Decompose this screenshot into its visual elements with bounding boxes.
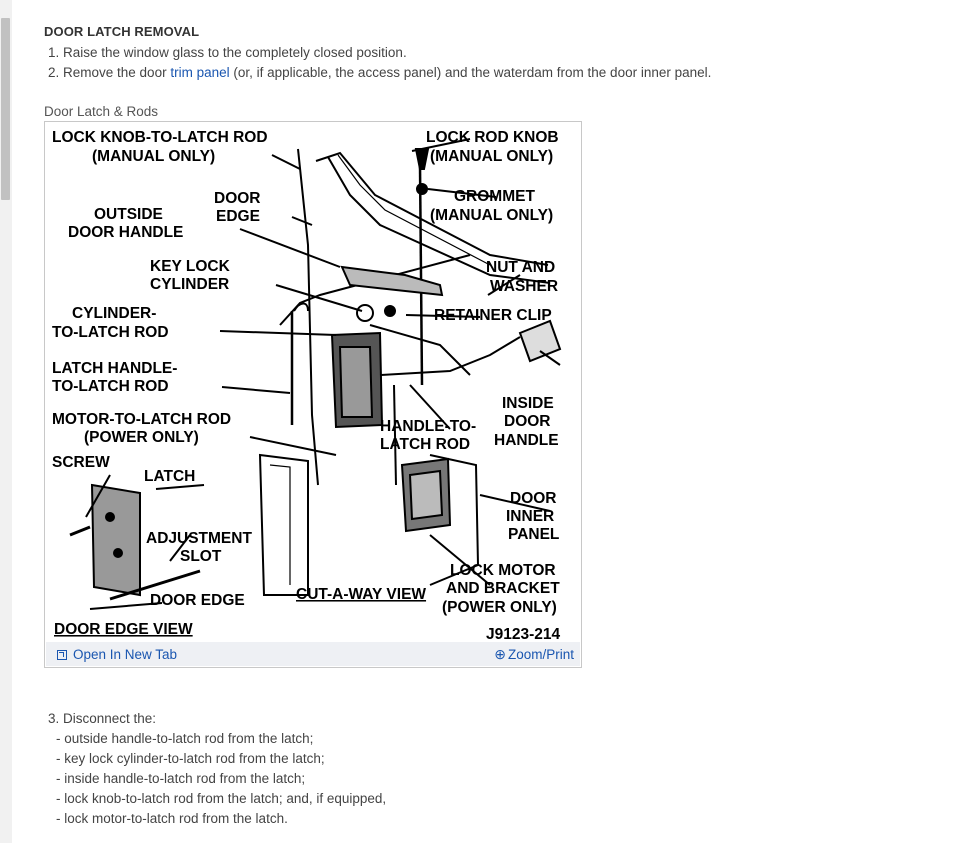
label-lock-knob-rod-note: (MANUAL ONLY) xyxy=(92,148,215,165)
label-adjustment: ADJUSTMENT xyxy=(146,530,252,547)
label-lock-rod-knob: LOCK ROD KNOB xyxy=(426,129,559,146)
disconnect-item: - lock motor-to-latch rod from the latch… xyxy=(56,811,288,826)
disconnect-item: - lock knob-to-latch rod from the latch;… xyxy=(56,791,387,806)
page-heading: DOOR LATCH REMOVAL xyxy=(44,24,200,39)
label-door-inner-3: PANEL xyxy=(508,526,559,543)
label-inside-handle-2: DOOR xyxy=(504,413,551,430)
label-door-inner: DOOR xyxy=(510,490,557,507)
label-retainer-clip: RETAINER CLIP xyxy=(434,307,552,324)
label-lock-motor: LOCK MOTOR xyxy=(450,562,556,579)
step-2-text-pre: 2. Remove the door xyxy=(48,65,171,80)
step-3: 3. Disconnect the: xyxy=(48,711,157,726)
trim-panel-link[interactable]: trim panel xyxy=(170,65,230,80)
label-adjustment-2: SLOT xyxy=(180,548,222,565)
label-lock-knob-rod: LOCK KNOB-TO-LATCH ROD xyxy=(52,129,268,146)
label-door-edge-view: DOOR EDGE VIEW xyxy=(54,621,193,638)
label-latch: LATCH xyxy=(144,468,195,485)
label-lock-motor-2: AND BRACKET xyxy=(446,580,560,597)
label-door-edge-bottom: DOOR EDGE xyxy=(150,592,245,609)
label-nut-washer: NUT AND xyxy=(486,259,555,276)
label-latch-handle-rod-2: TO-LATCH ROD xyxy=(52,378,169,395)
scrollbar-thumb[interactable] xyxy=(1,18,10,200)
open-in-new-tab-link[interactable]: Open In New Tab xyxy=(57,647,177,662)
label-inside-handle: INSIDE xyxy=(502,395,554,412)
label-key-lock: KEY LOCK xyxy=(150,258,231,275)
figure-box: LOCK KNOB-TO-LATCH ROD (MANUAL ONLY) LOC… xyxy=(44,121,582,668)
label-motor-rod-note: (POWER ONLY) xyxy=(84,429,199,446)
label-grommet: GROMMET xyxy=(454,188,535,205)
label-door-edge: DOOR xyxy=(214,190,261,207)
label-inside-handle-3: HANDLE xyxy=(494,432,559,449)
label-lock-rod-knob-note: (MANUAL ONLY) xyxy=(430,148,553,165)
figure-footer: Open In New Tab ⊕Zoom/Print xyxy=(46,642,580,666)
label-key-lock-2: CYLINDER xyxy=(150,276,229,293)
open-in-new-tab-label: Open In New Tab xyxy=(73,647,178,662)
door-latch-diagram: LOCK KNOB-TO-LATCH ROD (MANUAL ONLY) LOC… xyxy=(52,129,562,641)
label-cylinder-rod: CYLINDER- xyxy=(72,305,156,322)
label-handle-to-latch-2: LATCH ROD xyxy=(380,436,470,453)
label-cylinder-rod-2: TO-LATCH ROD xyxy=(52,324,169,341)
label-door-inner-2: INNER xyxy=(506,508,554,525)
label-nut-washer-2: WASHER xyxy=(490,278,558,295)
label-screw: SCREW xyxy=(52,454,110,471)
label-outside-handle-2: DOOR HANDLE xyxy=(68,224,183,241)
label-handle-to-latch: HANDLE-TO- xyxy=(380,418,476,435)
disconnect-item: - inside handle-to-latch rod from the la… xyxy=(56,771,306,786)
disconnect-item: - key lock cylinder-to-latch rod from th… xyxy=(56,751,325,766)
disconnect-item: - outside handle-to-latch rod from the l… xyxy=(56,731,314,746)
step-2-text-post: (or, if applicable, the access panel) an… xyxy=(229,65,712,80)
figure-labels: LOCK KNOB-TO-LATCH ROD (MANUAL ONLY) LOC… xyxy=(52,129,561,641)
zoom-icon: ⊕ xyxy=(494,646,506,662)
step-1: 1. Raise the window glass to the complet… xyxy=(48,45,407,60)
zoom-print-label: Zoom/Print xyxy=(507,647,574,662)
new-tab-icon xyxy=(57,650,67,660)
zoom-print-link[interactable]: ⊕Zoom/Print xyxy=(494,646,574,663)
label-lock-motor-note: (POWER ONLY) xyxy=(442,599,557,616)
label-grommet-note: (MANUAL ONLY) xyxy=(430,207,553,224)
label-outside-handle: OUTSIDE xyxy=(94,206,163,223)
figure-caption: Door Latch & Rods xyxy=(44,104,159,119)
figure-id: J9123-214 xyxy=(486,626,561,641)
label-motor-rod: MOTOR-TO-LATCH ROD xyxy=(52,411,231,428)
step-2: 2. Remove the door trim panel (or, if ap… xyxy=(48,65,711,80)
label-door-edge-2: EDGE xyxy=(216,208,260,225)
scrollbar-track[interactable] xyxy=(0,0,12,843)
label-latch-handle-rod: LATCH HANDLE- xyxy=(52,360,177,377)
label-cutaway-view: CUT-A-WAY VIEW xyxy=(296,586,426,603)
